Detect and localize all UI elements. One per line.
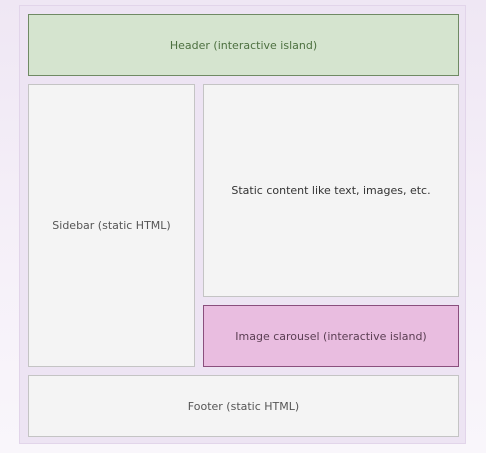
header-island-label: Header (interactive island) [169, 38, 318, 52]
footer-static: Footer (static HTML) [28, 375, 459, 437]
footer-static-label: Footer (static HTML) [187, 399, 300, 413]
image-carousel-island: Image carousel (interactive island) [203, 305, 459, 367]
header-island: Header (interactive island) [28, 14, 459, 76]
sidebar-static-label: Sidebar (static HTML) [52, 219, 171, 232]
sidebar-static: Sidebar (static HTML) [28, 84, 195, 367]
static-content: Static content like text, images, etc. [203, 84, 459, 297]
static-content-label: Static content like text, images, etc. [231, 184, 431, 197]
image-carousel-island-label: Image carousel (interactive island) [235, 329, 427, 343]
